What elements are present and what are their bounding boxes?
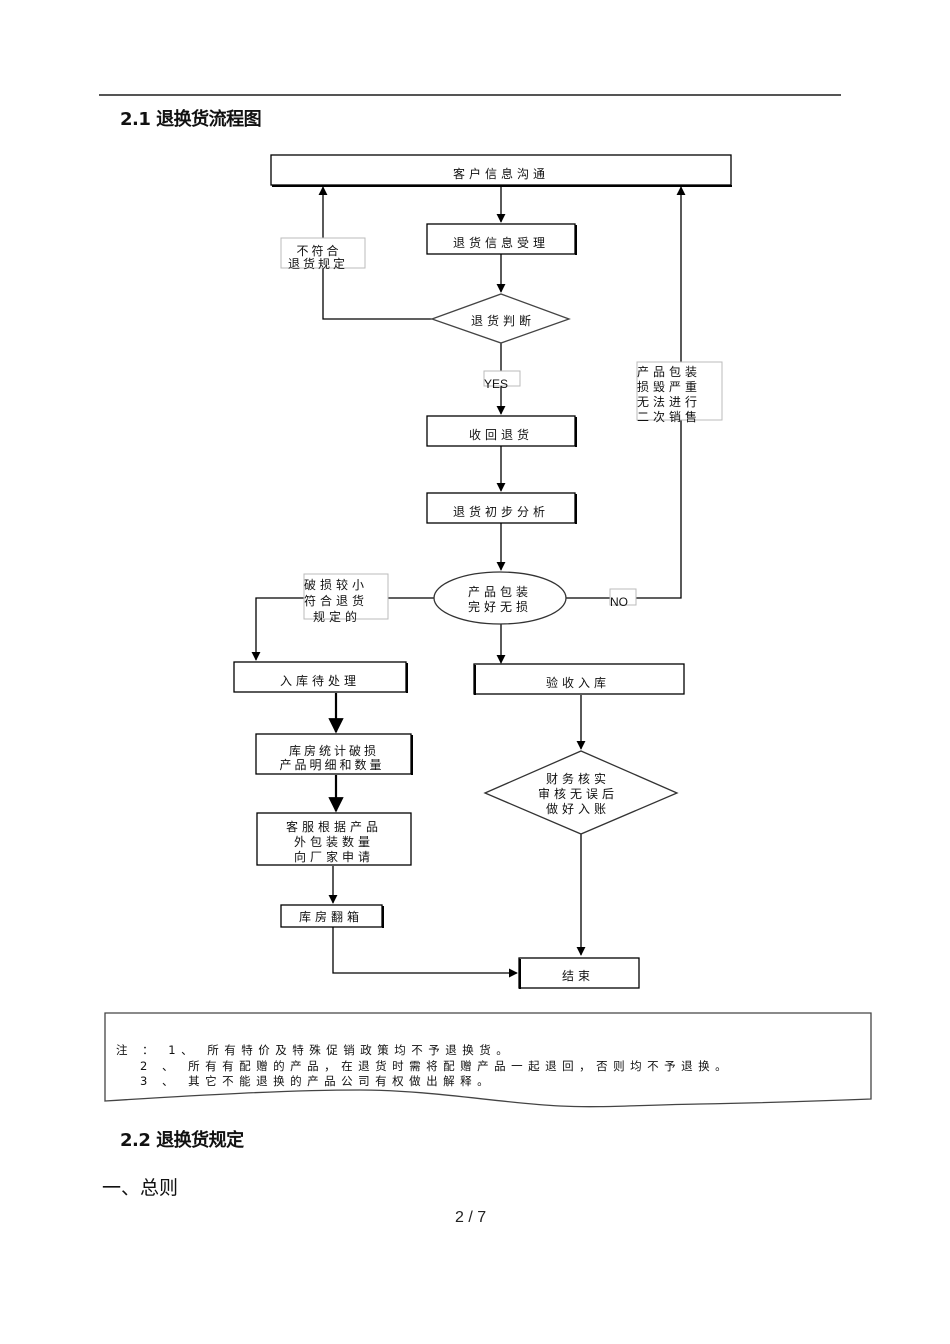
- node-return-judgement: 退货判断: [430, 293, 571, 344]
- node-customer-communication: 客户信息沟通: [270, 154, 732, 187]
- svg-text:损毁严重: 损毁严重: [637, 379, 701, 394]
- node-warehouse-stats: 库房统计破损 产品明细和数量: [255, 733, 413, 775]
- arrow-package-no-to-comm: [566, 186, 686, 599]
- note-line-1: 注 ： 1、 所有特价及特殊促销政策均不予退换货。: [116, 1043, 513, 1057]
- svg-text:无法进行: 无法进行: [637, 395, 701, 409]
- svg-text:客户信息沟通: 客户信息沟通: [453, 166, 549, 181]
- header-rule: [99, 94, 841, 96]
- svg-text:收回退货: 收回退货: [469, 427, 533, 442]
- label-no: NO: [609, 588, 637, 609]
- svg-text:库房翻箱: 库房翻箱: [299, 909, 363, 924]
- svg-text:不符合: 不符合: [296, 243, 341, 258]
- section-heading-2-2: 2.2 退换货规定: [120, 1130, 244, 1151]
- subsection-heading-general: 一、总则: [102, 1177, 179, 1199]
- svg-text:完好无损: 完好无损: [468, 599, 532, 614]
- svg-text:破损较小: 破损较小: [304, 577, 368, 592]
- page-indicator: 2 / 7: [455, 1209, 487, 1226]
- node-recover-return: 收回退货: [426, 415, 577, 447]
- svg-text:退货信息受理: 退货信息受理: [453, 235, 549, 250]
- svg-text:产品包装: 产品包装: [468, 585, 532, 599]
- node-pending-storage: 入库待处理: [233, 661, 408, 693]
- node-finance-check: 财务核实 审核无误后 做好入账: [483, 750, 679, 835]
- svg-text:入库待处理: 入库待处理: [280, 673, 360, 688]
- node-return-info-accept: 退货信息受理: [426, 223, 577, 255]
- svg-text:结束: 结束: [562, 969, 594, 983]
- node-initial-analysis: 退货初步分析: [426, 492, 577, 524]
- arrow-judge-reject-to-comm: [318, 186, 432, 320]
- connectors: [251, 186, 686, 978]
- note-line-2: 2 、 所有有配赠的产品，在退货时需将配赠产品一起退回，否则均不予退换。: [140, 1059, 732, 1073]
- label-severe-damage: 产品包装 损毁严重 无法进行 二次销售: [636, 361, 723, 424]
- svg-text:产品明细和数量: 产品明细和数量: [279, 757, 384, 772]
- svg-text:退货判断: 退货判断: [471, 313, 535, 328]
- node-cs-apply: 客服根据产品 外包装数量 向厂家申请: [256, 812, 412, 866]
- section-heading-2-1: 2.1 退换货流程图: [120, 109, 262, 130]
- label-not-compliant: 不符合 退货规定: [280, 237, 366, 271]
- svg-text:NO: NO: [610, 595, 628, 609]
- label-yes: YES: [483, 370, 521, 391]
- notes-box: 注 ： 1、 所有特价及特殊促销政策均不予退换货。 2 、 所有有配赠的产品，在…: [104, 1012, 872, 1108]
- svg-text:符合退货: 符合退货: [304, 593, 368, 608]
- svg-text:财务核实: 财务核实: [546, 771, 610, 786]
- svg-text:YES: YES: [484, 377, 508, 391]
- node-warehouse-repack: 库房翻箱: [280, 904, 384, 928]
- svg-text:客服根据产品: 客服根据产品: [286, 819, 382, 834]
- svg-text:审核无误后: 审核无误后: [538, 786, 618, 801]
- svg-text:规定的: 规定的: [313, 609, 361, 624]
- svg-text:退货初步分析: 退货初步分析: [453, 504, 549, 519]
- node-end: 结束: [518, 957, 640, 989]
- svg-text:外包装数量: 外包装数量: [294, 834, 374, 849]
- arrow-repack-to-end: [332, 927, 518, 978]
- svg-text:二次销售: 二次销售: [637, 409, 701, 424]
- label-minor-damage: 破损较小 符合退货 规定的: [303, 573, 389, 624]
- node-acceptance-storage: 验收入库: [473, 663, 685, 695]
- svg-text:验收入库: 验收入库: [546, 675, 610, 690]
- svg-text:库房统计破损: 库房统计破损: [289, 743, 379, 758]
- svg-text:退货规定: 退货规定: [288, 256, 348, 271]
- note-line-3: 3 、 其它不能退换的产品公司有权做出解释。: [140, 1074, 494, 1088]
- svg-text:产品包装: 产品包装: [637, 365, 701, 379]
- svg-text:向厂家申请: 向厂家申请: [294, 849, 374, 864]
- svg-text:做好入账: 做好入账: [546, 801, 610, 816]
- node-package-intact: 产品包装 完好无损: [433, 571, 567, 625]
